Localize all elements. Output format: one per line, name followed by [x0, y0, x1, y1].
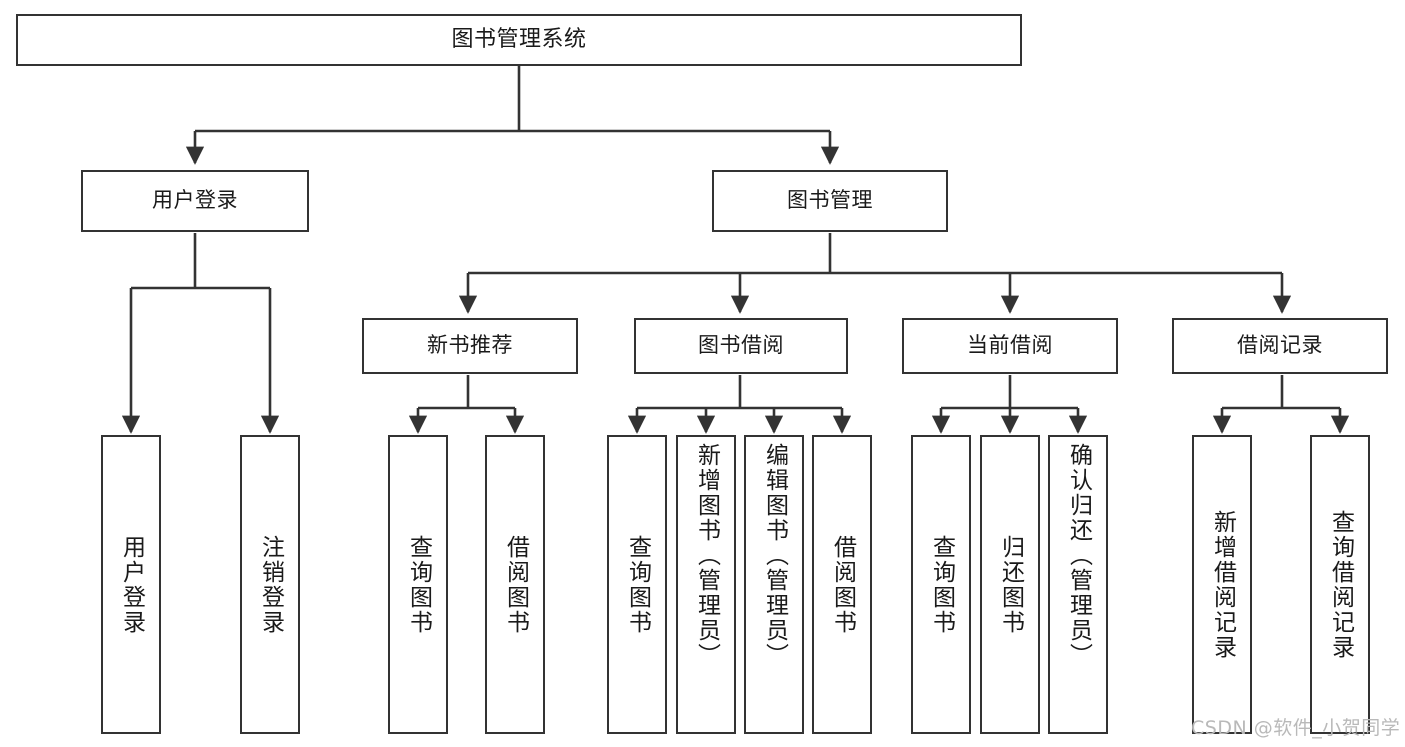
- csdn-watermark: CSDN @软件_小贺同学: [1191, 713, 1400, 740]
- leaf-user-login[interactable]: 用户登录: [101, 435, 161, 734]
- node-borrow-record[interactable]: 借阅记录: [1172, 318, 1388, 374]
- node-label: 查询图书: [928, 534, 955, 635]
- node-user-login[interactable]: 用户登录: [81, 170, 309, 232]
- node-label: 用户登录: [118, 534, 145, 635]
- leaf-logout[interactable]: 注销登录: [240, 435, 300, 734]
- watermark-text: CSDN @软件_小贺同学: [1191, 717, 1401, 739]
- node-label: 查询图书: [405, 534, 432, 635]
- node-new-book-recommend[interactable]: 新书推荐: [362, 318, 578, 374]
- leaf-return-book[interactable]: 归还图书: [980, 435, 1040, 734]
- node-label: 查询借阅记录: [1327, 509, 1354, 660]
- node-label: 借阅图书: [502, 534, 529, 635]
- node-label: 编辑图书（管理员）: [761, 443, 788, 668]
- node-label: 新增借阅记录: [1209, 509, 1236, 660]
- node-label: 图书管理系统: [451, 26, 587, 52]
- leaf-confirm-return-admin[interactable]: 确认归还（管理员）: [1048, 435, 1108, 734]
- leaf-edit-book-admin[interactable]: 编辑图书（管理员）: [744, 435, 804, 734]
- leaf-add-borrow-record[interactable]: 新增借阅记录: [1192, 435, 1252, 734]
- node-label: 确认归还（管理员）: [1065, 443, 1092, 668]
- node-label: 新书推荐: [427, 333, 513, 358]
- node-label: 当前借阅: [967, 333, 1053, 358]
- leaf-query-book-current[interactable]: 查询图书: [911, 435, 971, 734]
- node-label: 图书管理: [787, 188, 873, 213]
- node-label: 查询图书: [624, 534, 651, 635]
- node-label: 用户登录: [152, 188, 238, 213]
- node-root-book-management-system[interactable]: 图书管理系统: [16, 14, 1022, 66]
- leaf-query-borrow-record[interactable]: 查询借阅记录: [1310, 435, 1370, 734]
- node-current-borrow[interactable]: 当前借阅: [902, 318, 1118, 374]
- node-label: 新增图书（管理员）: [693, 443, 720, 668]
- leaf-add-book-admin[interactable]: 新增图书（管理员）: [676, 435, 736, 734]
- node-book-management[interactable]: 图书管理: [712, 170, 948, 232]
- node-label: 注销登录: [257, 534, 284, 635]
- node-label: 借阅图书: [829, 534, 856, 635]
- leaf-borrow-book[interactable]: 借阅图书: [812, 435, 872, 734]
- node-book-borrow[interactable]: 图书借阅: [634, 318, 848, 374]
- node-label: 归还图书: [997, 534, 1024, 635]
- leaf-query-book-new[interactable]: 查询图书: [388, 435, 448, 734]
- leaf-query-book-borrow[interactable]: 查询图书: [607, 435, 667, 734]
- node-label: 借阅记录: [1237, 333, 1323, 358]
- node-label: 图书借阅: [698, 333, 784, 358]
- leaf-borrow-book-new[interactable]: 借阅图书: [485, 435, 545, 734]
